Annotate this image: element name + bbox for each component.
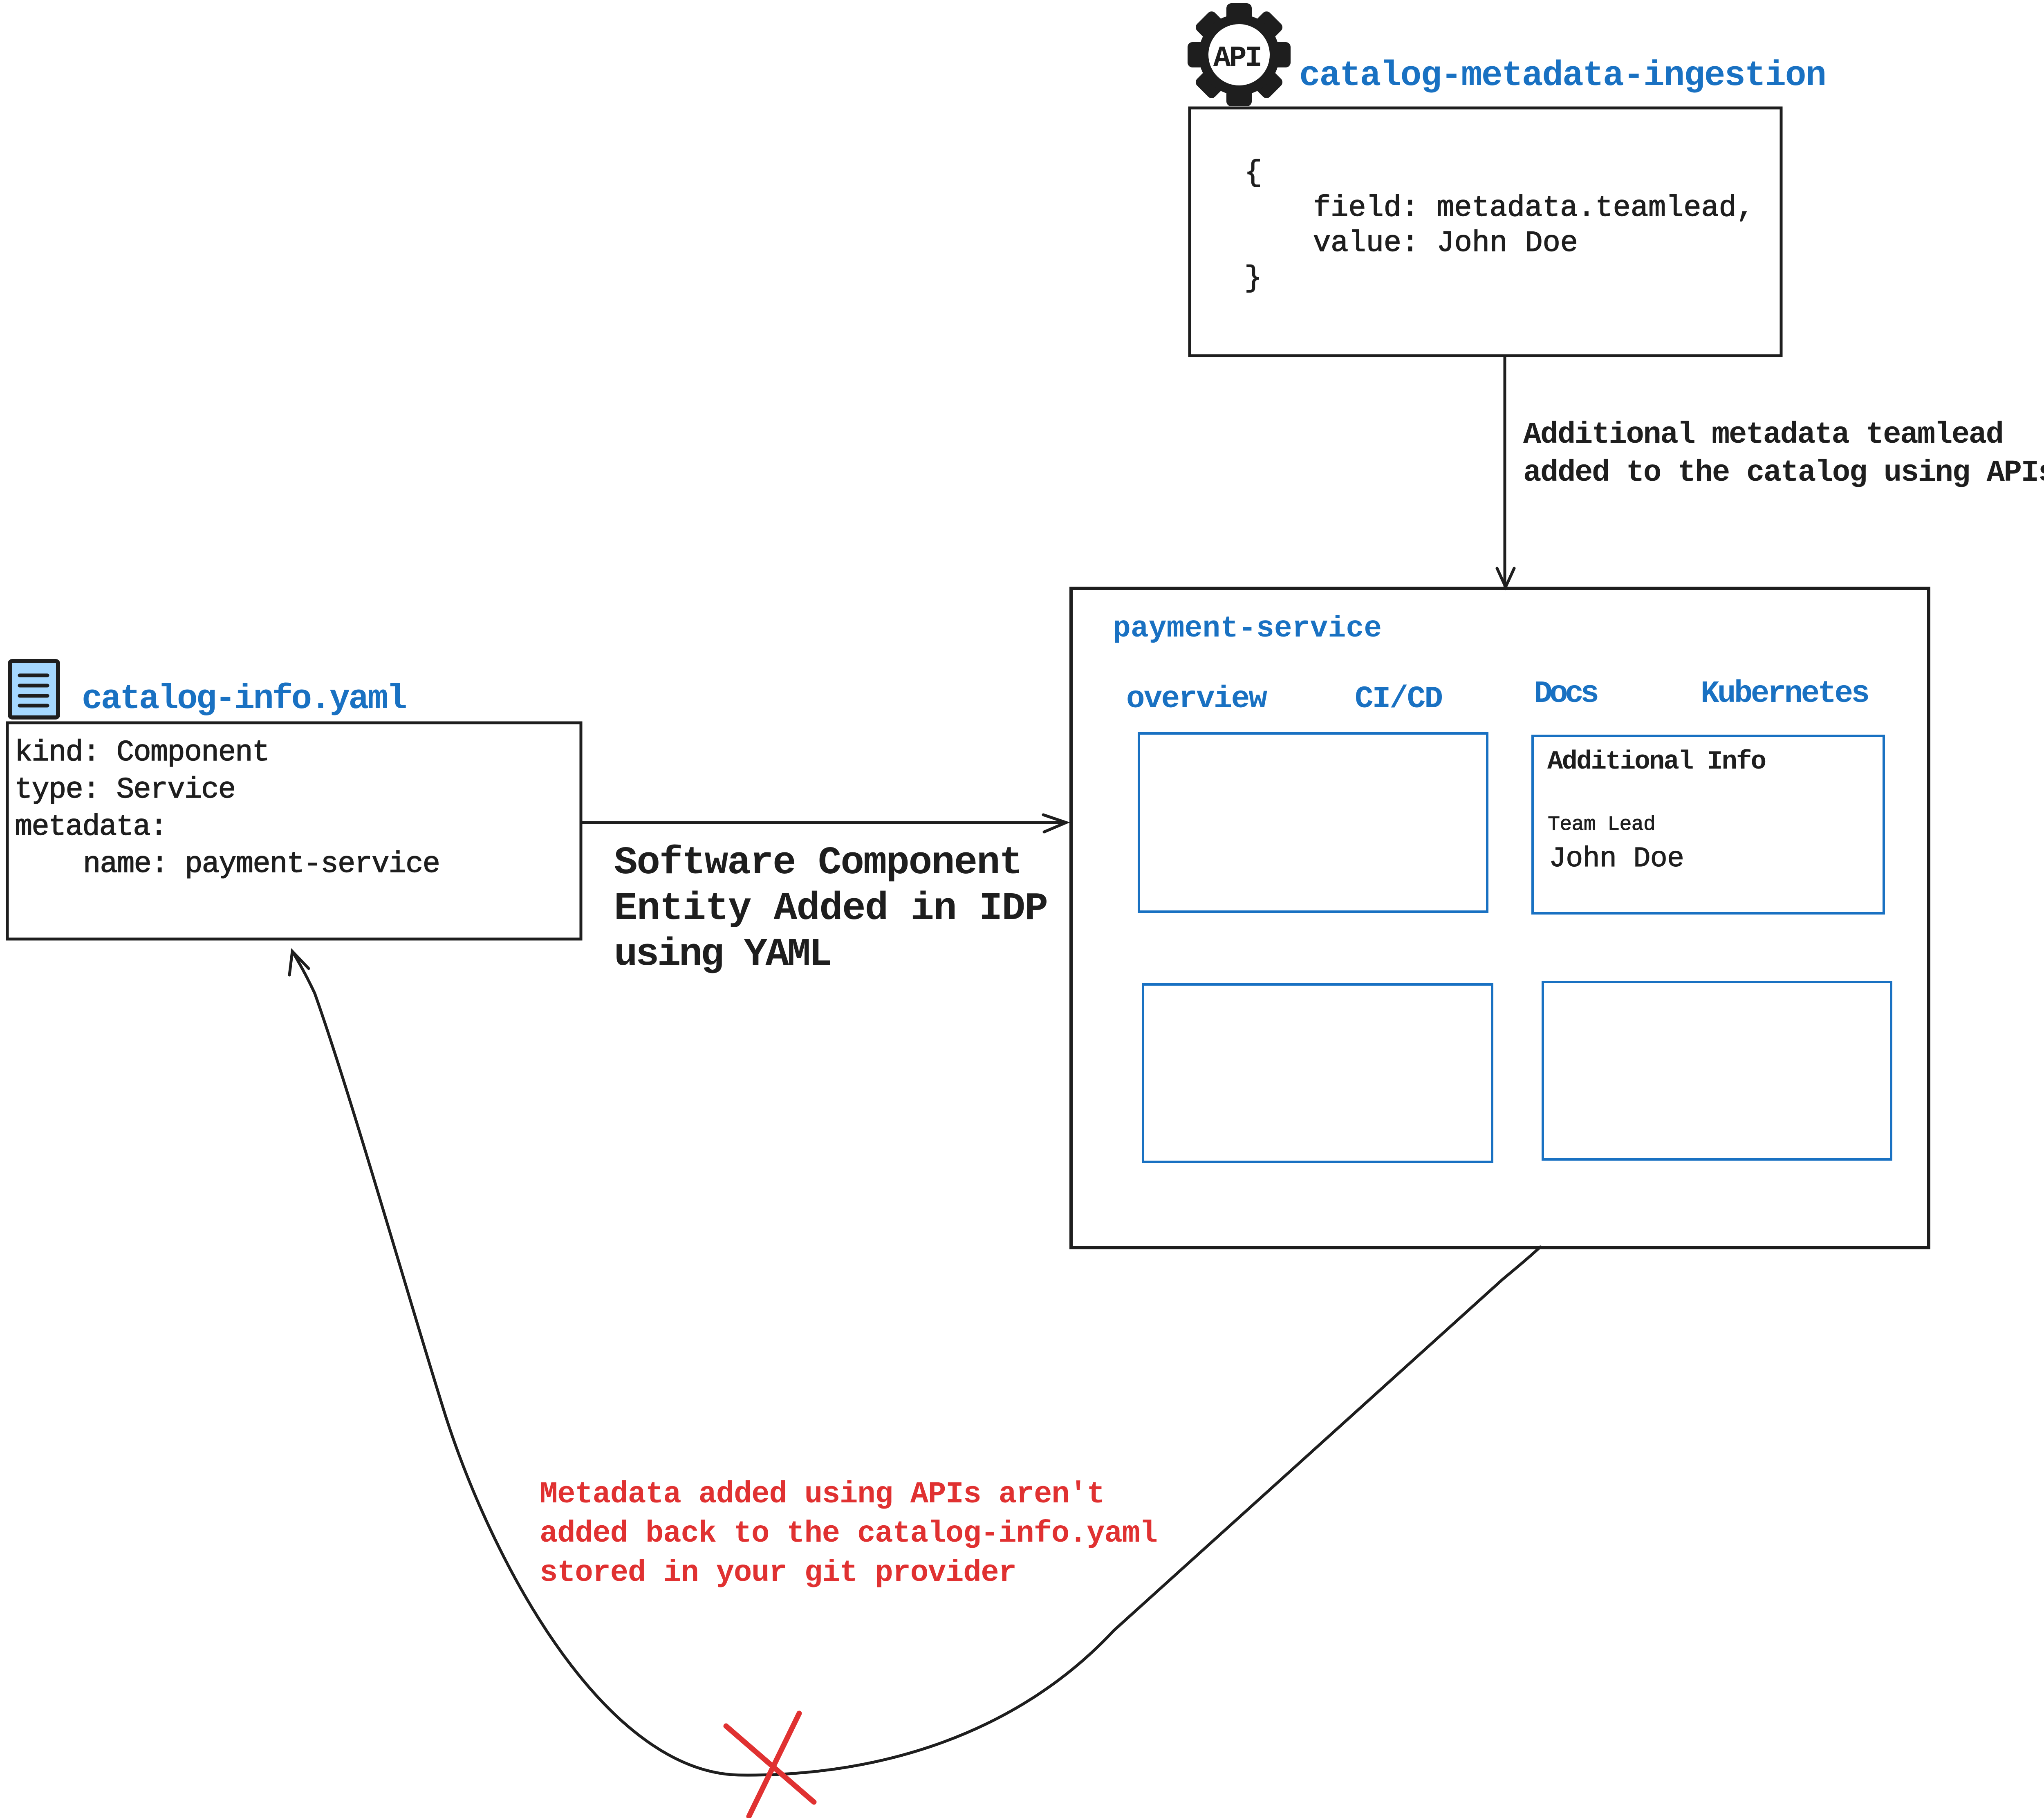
svg-text:using YAML: using YAML [614,932,832,977]
svg-text:stored in your git provider: stored in your git provider [540,1556,1017,1590]
svg-text:catalog-metadata-ingestion: catalog-metadata-ingestion [1299,56,1827,96]
svg-text:value: John Doe: value: John Doe [1313,226,1578,260]
svg-text:Docs: Docs [1534,676,1599,711]
svg-text:Additional Info: Additional Info [1547,747,1766,777]
svg-text:Metadata added using APIs aren: Metadata added using APIs aren't [540,1477,1105,1512]
svg-text:field: metadata.teamlead,: field: metadata.teamlead, [1313,191,1754,225]
svg-text:Team Lead: Team Lead [1548,813,1656,836]
svg-text:Kubernetes: Kubernetes [1701,676,1870,711]
svg-text:CI/CD: CI/CD [1355,681,1443,717]
svg-text:overview: overview [1126,681,1267,717]
svg-text:kind: Component: kind: Component [15,736,270,769]
svg-text:{: { [1244,156,1262,190]
svg-text:metadata:: metadata: [15,810,168,844]
svg-text:payment-service: payment-service [1113,612,1382,646]
svg-text:John Doe: John Doe [1549,843,1684,875]
svg-text:Entity Added in IDP: Entity Added in IDP [614,886,1048,931]
svg-text:type: Service: type: Service [15,773,236,807]
svg-text:}: } [1244,262,1262,295]
svg-text:name: payment-service: name: payment-service [83,847,440,881]
svg-text:added to the catalog using API: added to the catalog using APIs [1523,456,2044,490]
svg-text:Software Component: Software Component [614,841,1023,885]
svg-text:API: API [1213,42,1262,75]
svg-text:catalog-info.yaml: catalog-info.yaml [82,680,407,719]
svg-text:added back to the catalog-info: added back to the catalog-info.yaml [540,1517,1158,1551]
svg-text:Additional metadata teamlead: Additional metadata teamlead [1523,418,2004,452]
